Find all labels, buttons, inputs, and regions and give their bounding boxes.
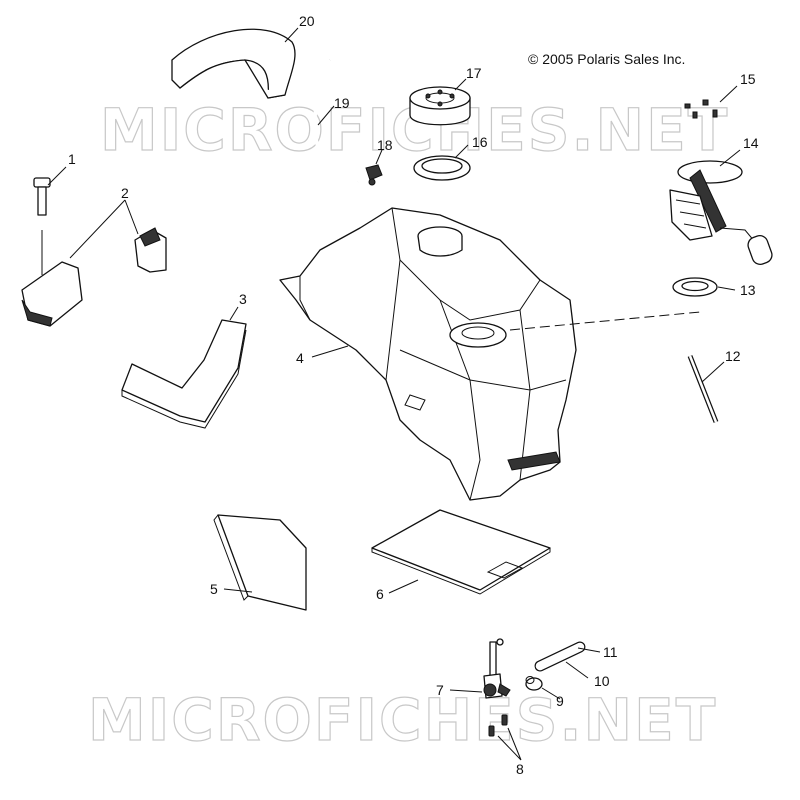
- callout-16: 16: [472, 134, 488, 150]
- part-16-gasket: [413, 155, 471, 181]
- part-7-fuel-valve: [483, 638, 511, 699]
- part-17-fuel-cap: [409, 86, 471, 126]
- callout-19: 19: [334, 95, 350, 111]
- part-18-vent-valve: [365, 164, 383, 186]
- part-5-pad: [213, 514, 307, 611]
- callout-7: 7: [436, 682, 444, 698]
- part-12-rod: [687, 355, 719, 423]
- leader-lines: [47, 27, 741, 761]
- part-6-floor-pad: [371, 509, 551, 595]
- callout-labels: 20 19 17 16 18 15 14 13 12 1 2 3 4 5 6 7…: [68, 13, 759, 777]
- callout-1: 1: [68, 151, 76, 167]
- callout-20: 20: [299, 13, 315, 29]
- callout-10: 10: [594, 673, 610, 689]
- part-2-brackets: [21, 227, 167, 327]
- part-9-fitting: [525, 676, 543, 691]
- part-19-vent-hose: [313, 59, 359, 184]
- copyright-notice: © 2005 Polaris Sales Inc.: [528, 51, 686, 67]
- part-10-fuel-line: [534, 641, 586, 672]
- callout-14: 14: [743, 135, 759, 151]
- callout-4: 4: [296, 350, 304, 366]
- callout-6: 6: [376, 586, 384, 602]
- callout-15: 15: [740, 71, 756, 87]
- callout-9: 9: [556, 693, 564, 709]
- part-14-fuel-pump: [669, 160, 773, 265]
- callout-12: 12: [725, 348, 741, 364]
- part-15-screws: [684, 99, 718, 119]
- part-20-foam-pad: [171, 28, 296, 99]
- part-13-pump-gasket: [672, 277, 718, 297]
- part-4-fuel-tank: [279, 207, 701, 501]
- callout-8: 8: [516, 761, 524, 777]
- callout-5: 5: [210, 581, 218, 597]
- callout-18: 18: [377, 137, 393, 153]
- part-8-screws: [488, 714, 508, 737]
- part-3-pad: [121, 319, 247, 429]
- callout-17: 17: [466, 65, 482, 81]
- part-1-bolt: [33, 177, 51, 275]
- callout-3: 3: [239, 291, 247, 307]
- callout-11: 11: [603, 644, 618, 660]
- watermark-bottom: MICROFICHES.NET: [88, 686, 717, 754]
- callout-13: 13: [740, 282, 756, 298]
- callout-2: 2: [121, 185, 129, 201]
